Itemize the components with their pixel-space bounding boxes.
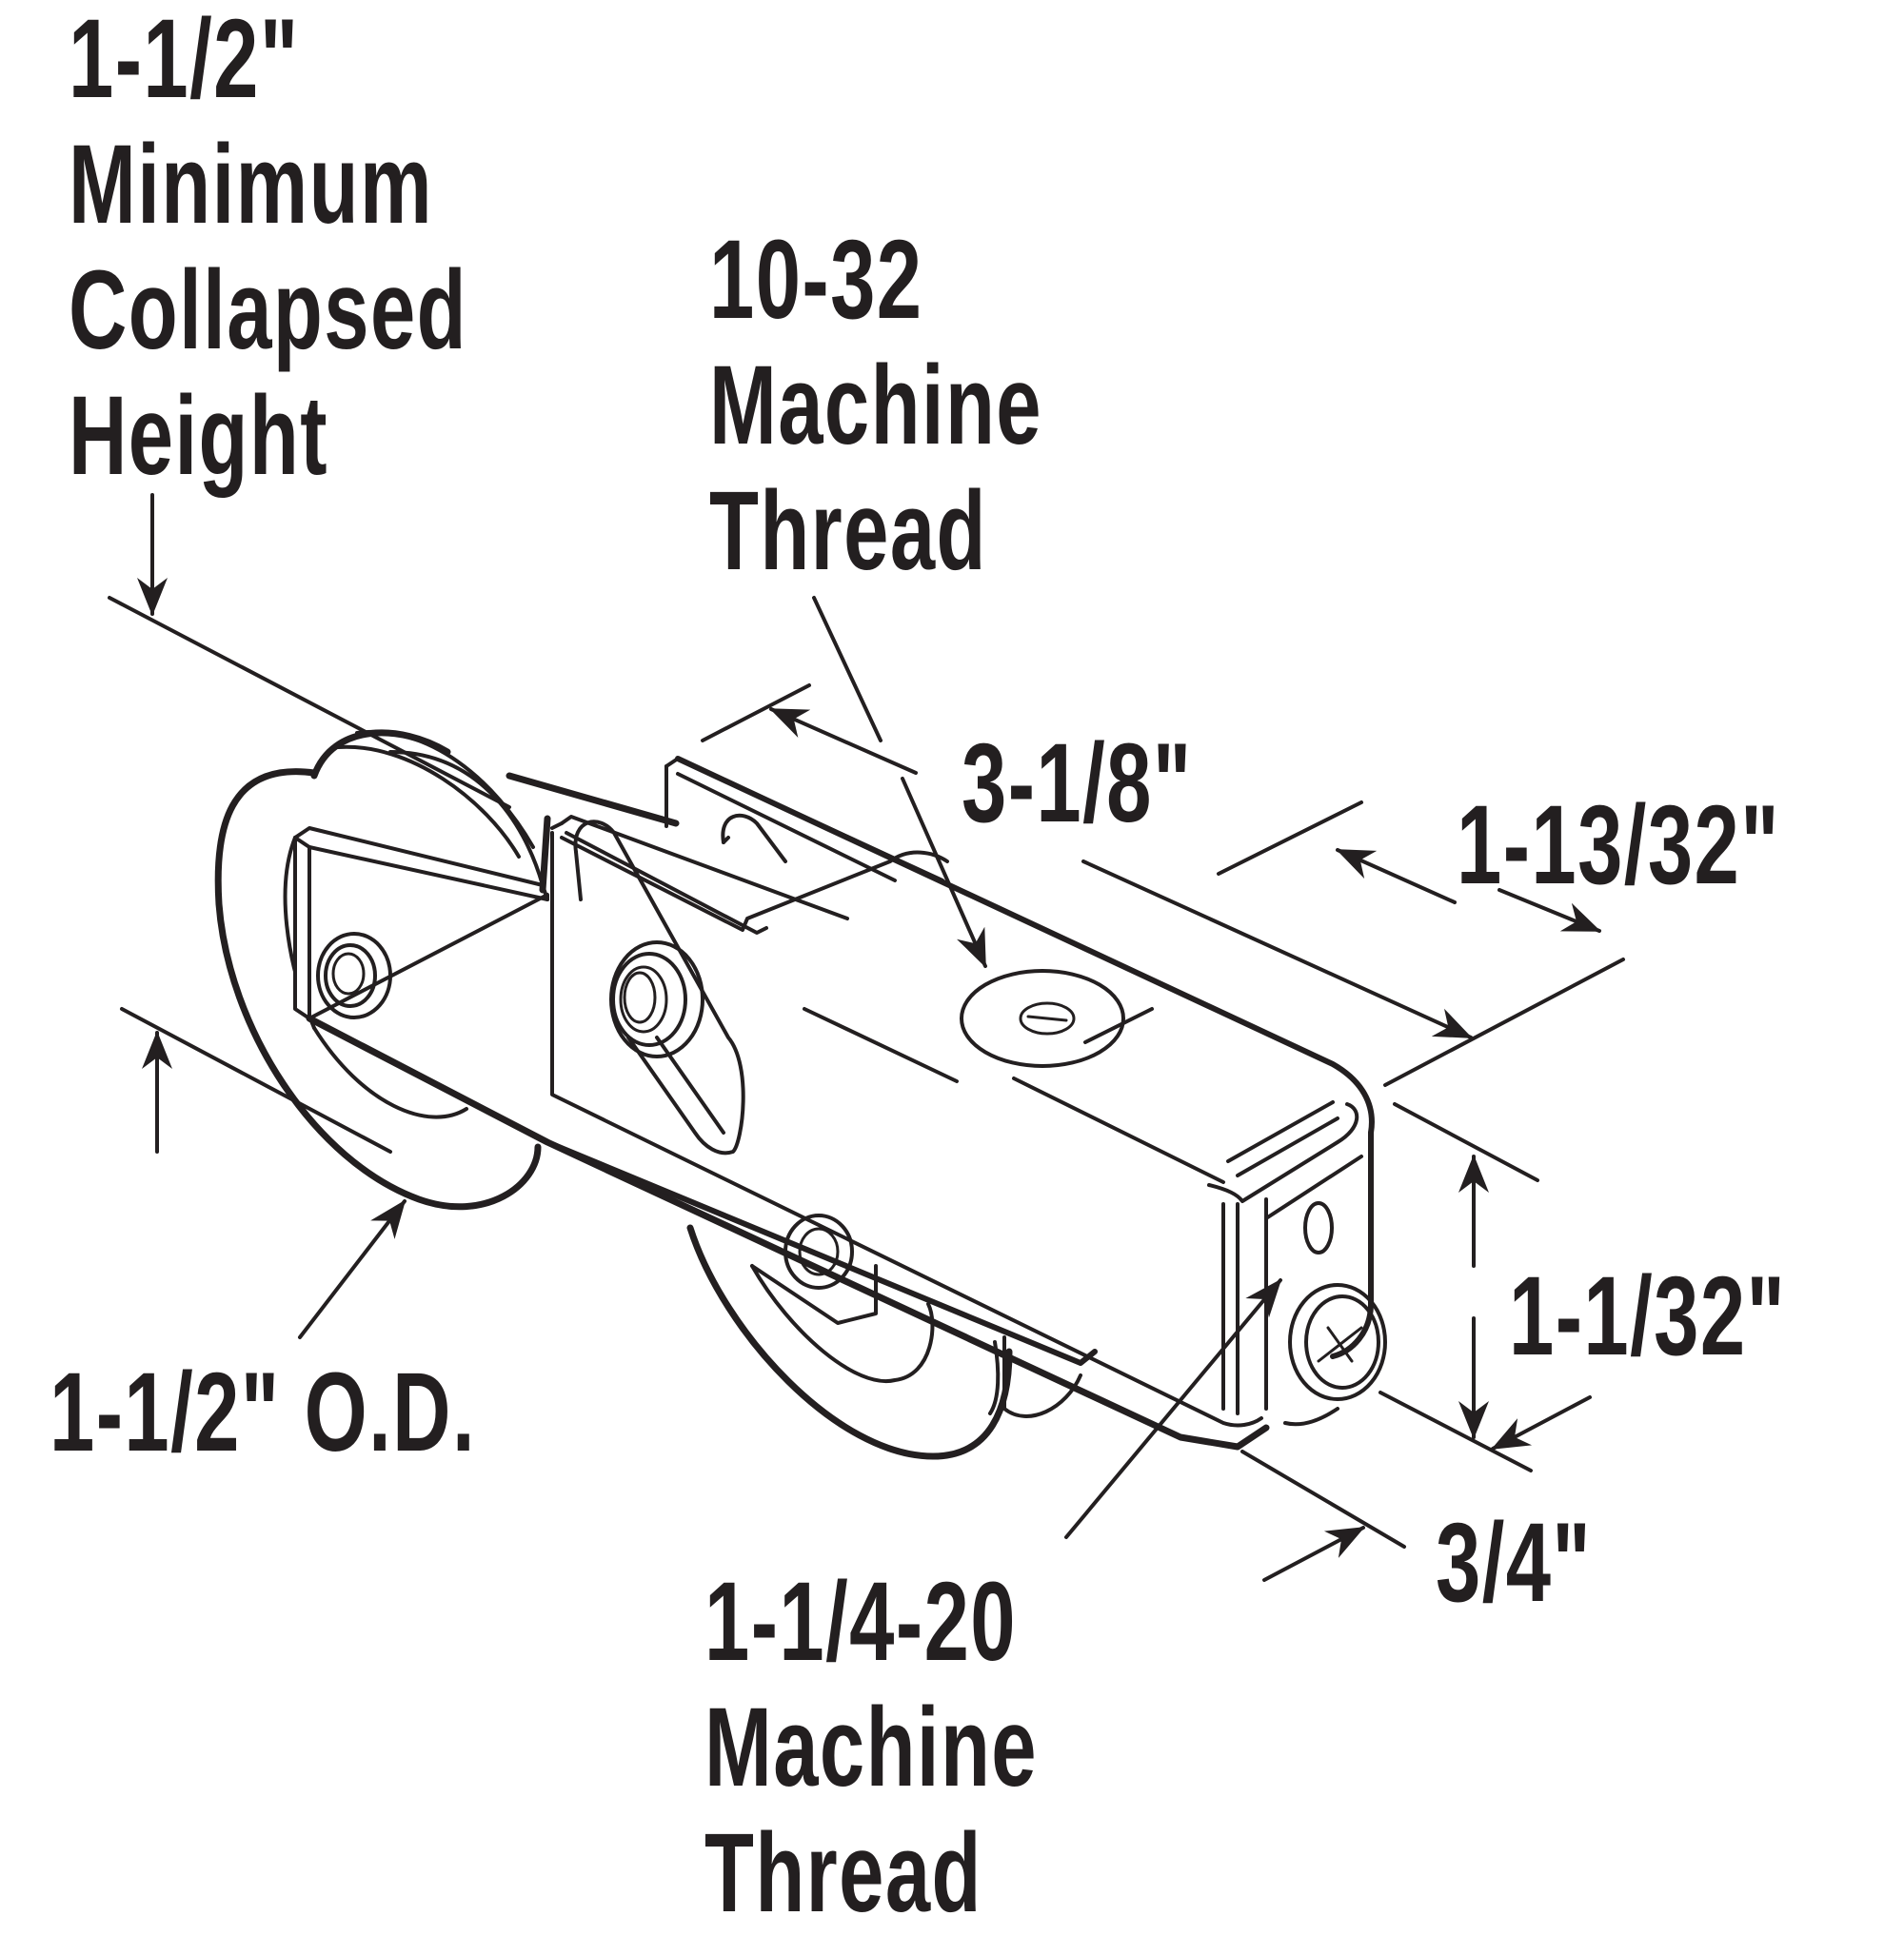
- main-channel: [506, 756, 1375, 1428]
- end-width-value: 3/4": [1436, 1500, 1593, 1626]
- top-thread-line2: Machine: [709, 343, 1043, 468]
- dimension-lines: [108, 493, 1625, 1582]
- top-thread-arrow: [901, 777, 987, 968]
- length-arrow-right: [1081, 859, 1473, 1039]
- roller-assembly: [214, 729, 1387, 1460]
- bottom-thread-value: 1-1/4-20: [704, 1559, 1017, 1685]
- collapsed-height-line2: Minimum: [69, 122, 433, 247]
- width-top-right-tick: [1383, 958, 1625, 1087]
- wheel-od-label: 1-1/2" O.D.: [50, 1350, 476, 1475]
- length-value: 3-1/8": [962, 721, 1193, 846]
- body-bottom-edge: [306, 1015, 1270, 1451]
- width-top-left-tick: [1217, 800, 1363, 876]
- left-wheel: [214, 729, 545, 1211]
- right-wheel: [686, 1214, 1082, 1460]
- collapsed-height-label: 1-1/2" Minimum Collapsed Height: [69, 0, 467, 499]
- top-thread-value: 10-32: [709, 217, 923, 343]
- end-width-arrow-right: [1491, 1395, 1592, 1451]
- width-top-arrow-left: [1336, 848, 1457, 904]
- side-height-value: 1-1/32": [1509, 1254, 1787, 1379]
- collapsed-height-line4: Height: [69, 373, 328, 499]
- end-width-arrow-left: [1262, 1526, 1365, 1582]
- bottom-thread-line3: Thread: [704, 1810, 982, 1936]
- length-label: 3-1/8": [962, 721, 1193, 846]
- collapsed-height-extension: [108, 596, 511, 809]
- collapsed-height-value: 1-1/2": [69, 0, 300, 122]
- width-top-value: 1-13/32": [1457, 782, 1780, 908]
- side-height-bottom-tick: [1378, 1391, 1533, 1472]
- wheel-od-arrow: [298, 1199, 407, 1339]
- top-thread-leader: [812, 596, 883, 742]
- top-thread-label: 10-32 Machine Thread: [709, 217, 1042, 594]
- side-height-top-tick: [1393, 1102, 1539, 1182]
- end-width-label: 3/4": [1436, 1500, 1592, 1626]
- bottom-edge-inner: [545, 1139, 1098, 1366]
- length-arrow-left: [769, 707, 918, 775]
- bottom-thread-arrow: [1064, 1278, 1282, 1539]
- bottom-thread-line2: Machine: [704, 1685, 1039, 1810]
- side-height-label: 1-1/32": [1509, 1254, 1786, 1379]
- bottom-thread-label: 1-1/4-20 Machine Thread: [704, 1559, 1038, 1936]
- width-top-label: 1-13/32": [1457, 782, 1780, 908]
- wheel-od-value: 1-1/2" O.D.: [50, 1350, 477, 1475]
- collapsed-height-line3: Collapsed: [69, 247, 467, 373]
- left-bracket: [293, 826, 549, 1020]
- end-width-bottom-tick: [1240, 1450, 1406, 1549]
- length-left-tick: [701, 683, 811, 742]
- end-plate: [1207, 1100, 1387, 1427]
- top-thread-line3: Thread: [709, 468, 987, 594]
- width-top-arrow-right: [1497, 888, 1601, 933]
